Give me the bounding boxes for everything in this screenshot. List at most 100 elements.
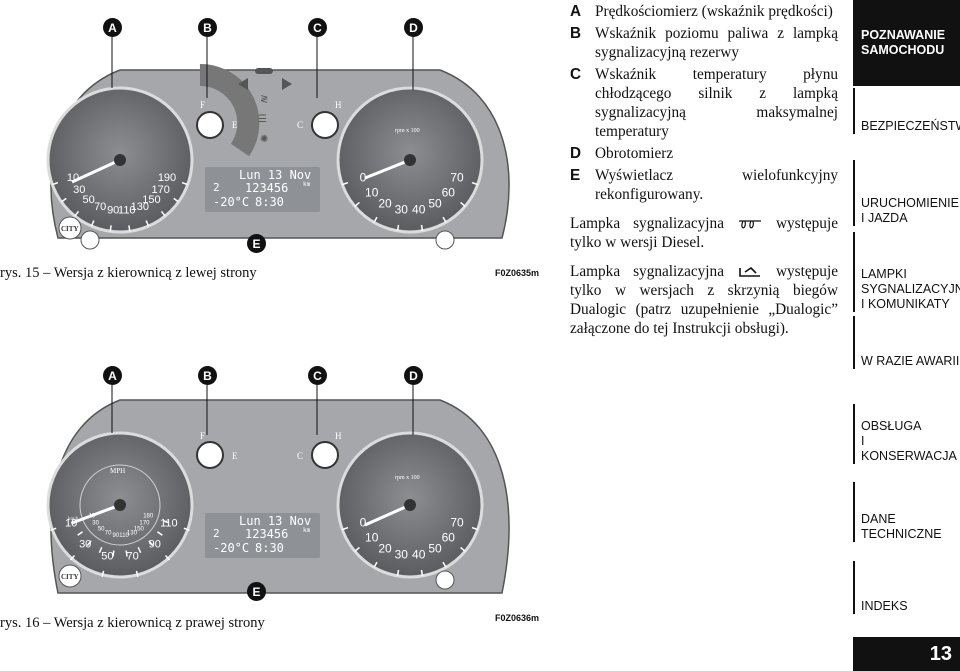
tab-w-razie-awarii[interactable]: W RAZIE AWARII — [853, 316, 960, 369]
fuel-gauge: F E — [196, 431, 238, 469]
dial-tick-mark — [354, 201, 360, 207]
dial-tick-mark — [396, 569, 400, 577]
temp-hot-label: H — [335, 100, 342, 110]
temperature-gauge: H C — [297, 431, 342, 469]
dial-tick-label: 0 — [360, 170, 367, 184]
temperature-gauge: H C — [297, 100, 342, 139]
dial-tick-mark — [460, 201, 466, 207]
figure-code: F0Z0636m — [495, 613, 540, 623]
callout-c: C — [308, 366, 327, 385]
figure-code: F0Z0635m — [495, 268, 540, 278]
dial-tick-mark — [420, 224, 424, 232]
glow-plug-icon — [738, 220, 761, 229]
dial-tick-mark — [148, 540, 154, 546]
svg-text:✺: ✺ — [260, 134, 268, 145]
dial-tick-label: 90 — [113, 533, 120, 539]
svg-text:F: F — [200, 431, 205, 441]
dial-tick-mark — [112, 550, 115, 557]
glow-note-suffix: występuje tylko w wersji Diesel. — [570, 215, 838, 251]
tachometer-needle — [364, 158, 411, 180]
speedometer-needle — [71, 503, 121, 525]
svg-text:CITY: CITY — [61, 573, 79, 581]
warning-lamps-top: ≷ ☰ ✺ — [238, 68, 292, 145]
dial-tick-mark — [442, 216, 447, 223]
dial-tick-label: 40 — [412, 202, 426, 216]
dualogic-note: Lampka sygnalizacyjna występuje tylko w … — [570, 262, 838, 338]
dial-tick-mark — [135, 570, 139, 577]
dial-tick-mark — [354, 546, 360, 552]
dial-tick-mark — [156, 531, 163, 536]
city-button: CITY — [58, 216, 82, 240]
dial-tick-mark — [396, 224, 400, 232]
figure-caption: rys. 15 – Wersja z kierownicą z lewej st… — [0, 265, 257, 281]
tab-bezpieczenstwo[interactable]: BEZPIECZEŃSTWO — [853, 88, 960, 134]
glow-plug-note: Lampka sygnalizacyjna występuje tylko w … — [570, 214, 838, 252]
tab-indeks[interactable]: INDEKS — [853, 561, 960, 614]
dial-tick-label: 70 — [450, 170, 464, 184]
dial-tick-label: 60 — [442, 530, 456, 544]
dial-tick-label: 20 — [378, 542, 392, 556]
dial-tick-label: 70 — [94, 201, 106, 213]
dial-tick-mark — [145, 220, 150, 227]
dial-tick-label: 60 — [442, 185, 456, 199]
dial-tick-label: 30 — [73, 184, 85, 196]
dial-tick-mark — [471, 181, 478, 186]
dial-tick-mark — [460, 546, 466, 552]
display-odometer: 123456 — [245, 527, 289, 541]
glow-note-prefix: Lampka sygnalizacyjna — [570, 215, 724, 232]
callout-a: A — [103, 18, 122, 37]
dial-tick-label: 10 — [365, 530, 379, 544]
display-odo-unit: km — [303, 181, 311, 188]
callout-e: E — [247, 234, 266, 253]
dial-tick-mark — [342, 526, 349, 531]
dial-tick-label: 130 — [127, 531, 138, 537]
dial-tick-label: 170 — [152, 184, 170, 196]
dial-tick-label: 50 — [428, 542, 442, 556]
tab-lampki-sygnalizacyjne[interactable]: LAMPKISYGNALIZACYJNEI KOMUNIKATY — [853, 232, 960, 312]
mph-unit: MPH — [110, 467, 125, 475]
dial-tick-label: 30 — [92, 521, 99, 527]
fuel-full-label: F — [200, 100, 205, 110]
display-temp: -20°C — [213, 541, 250, 555]
legend-key: C — [570, 66, 582, 83]
dial-tick-label: 70 — [105, 531, 112, 537]
dial-tick-mark — [164, 555, 171, 561]
fuel-gauge: F E — [196, 63, 260, 157]
dial-tick-label: 30 — [395, 547, 409, 561]
callout-a: A — [103, 366, 122, 385]
dial-tick-mark — [60, 197, 67, 203]
dualogic-note-suffix: występuje tylko w wersjach z skrzynią bi… — [570, 263, 838, 337]
trip-button — [80, 230, 100, 250]
temp-cold-label: C — [297, 120, 303, 130]
dial-tick-label: 30 — [79, 539, 91, 551]
dial-tick-label: 30 — [395, 202, 409, 216]
legend-text: Wskaźnik poziomu paliwa z lampką sygnali… — [595, 25, 838, 61]
dial-tick-mark — [77, 531, 84, 536]
dial-tick-mark — [69, 555, 76, 561]
display-time: 8:30 — [255, 541, 284, 555]
dial-tick-mark — [98, 546, 103, 554]
legend-key: D — [570, 145, 582, 162]
svg-text:C: C — [297, 451, 303, 461]
dial-tick-label: 50 — [428, 197, 442, 211]
dial-tick-mark — [90, 220, 95, 227]
dial-tick-label: 150 — [134, 527, 145, 533]
dualogic-gearbox-icon — [739, 267, 760, 278]
page-number: 13 — [853, 637, 960, 671]
